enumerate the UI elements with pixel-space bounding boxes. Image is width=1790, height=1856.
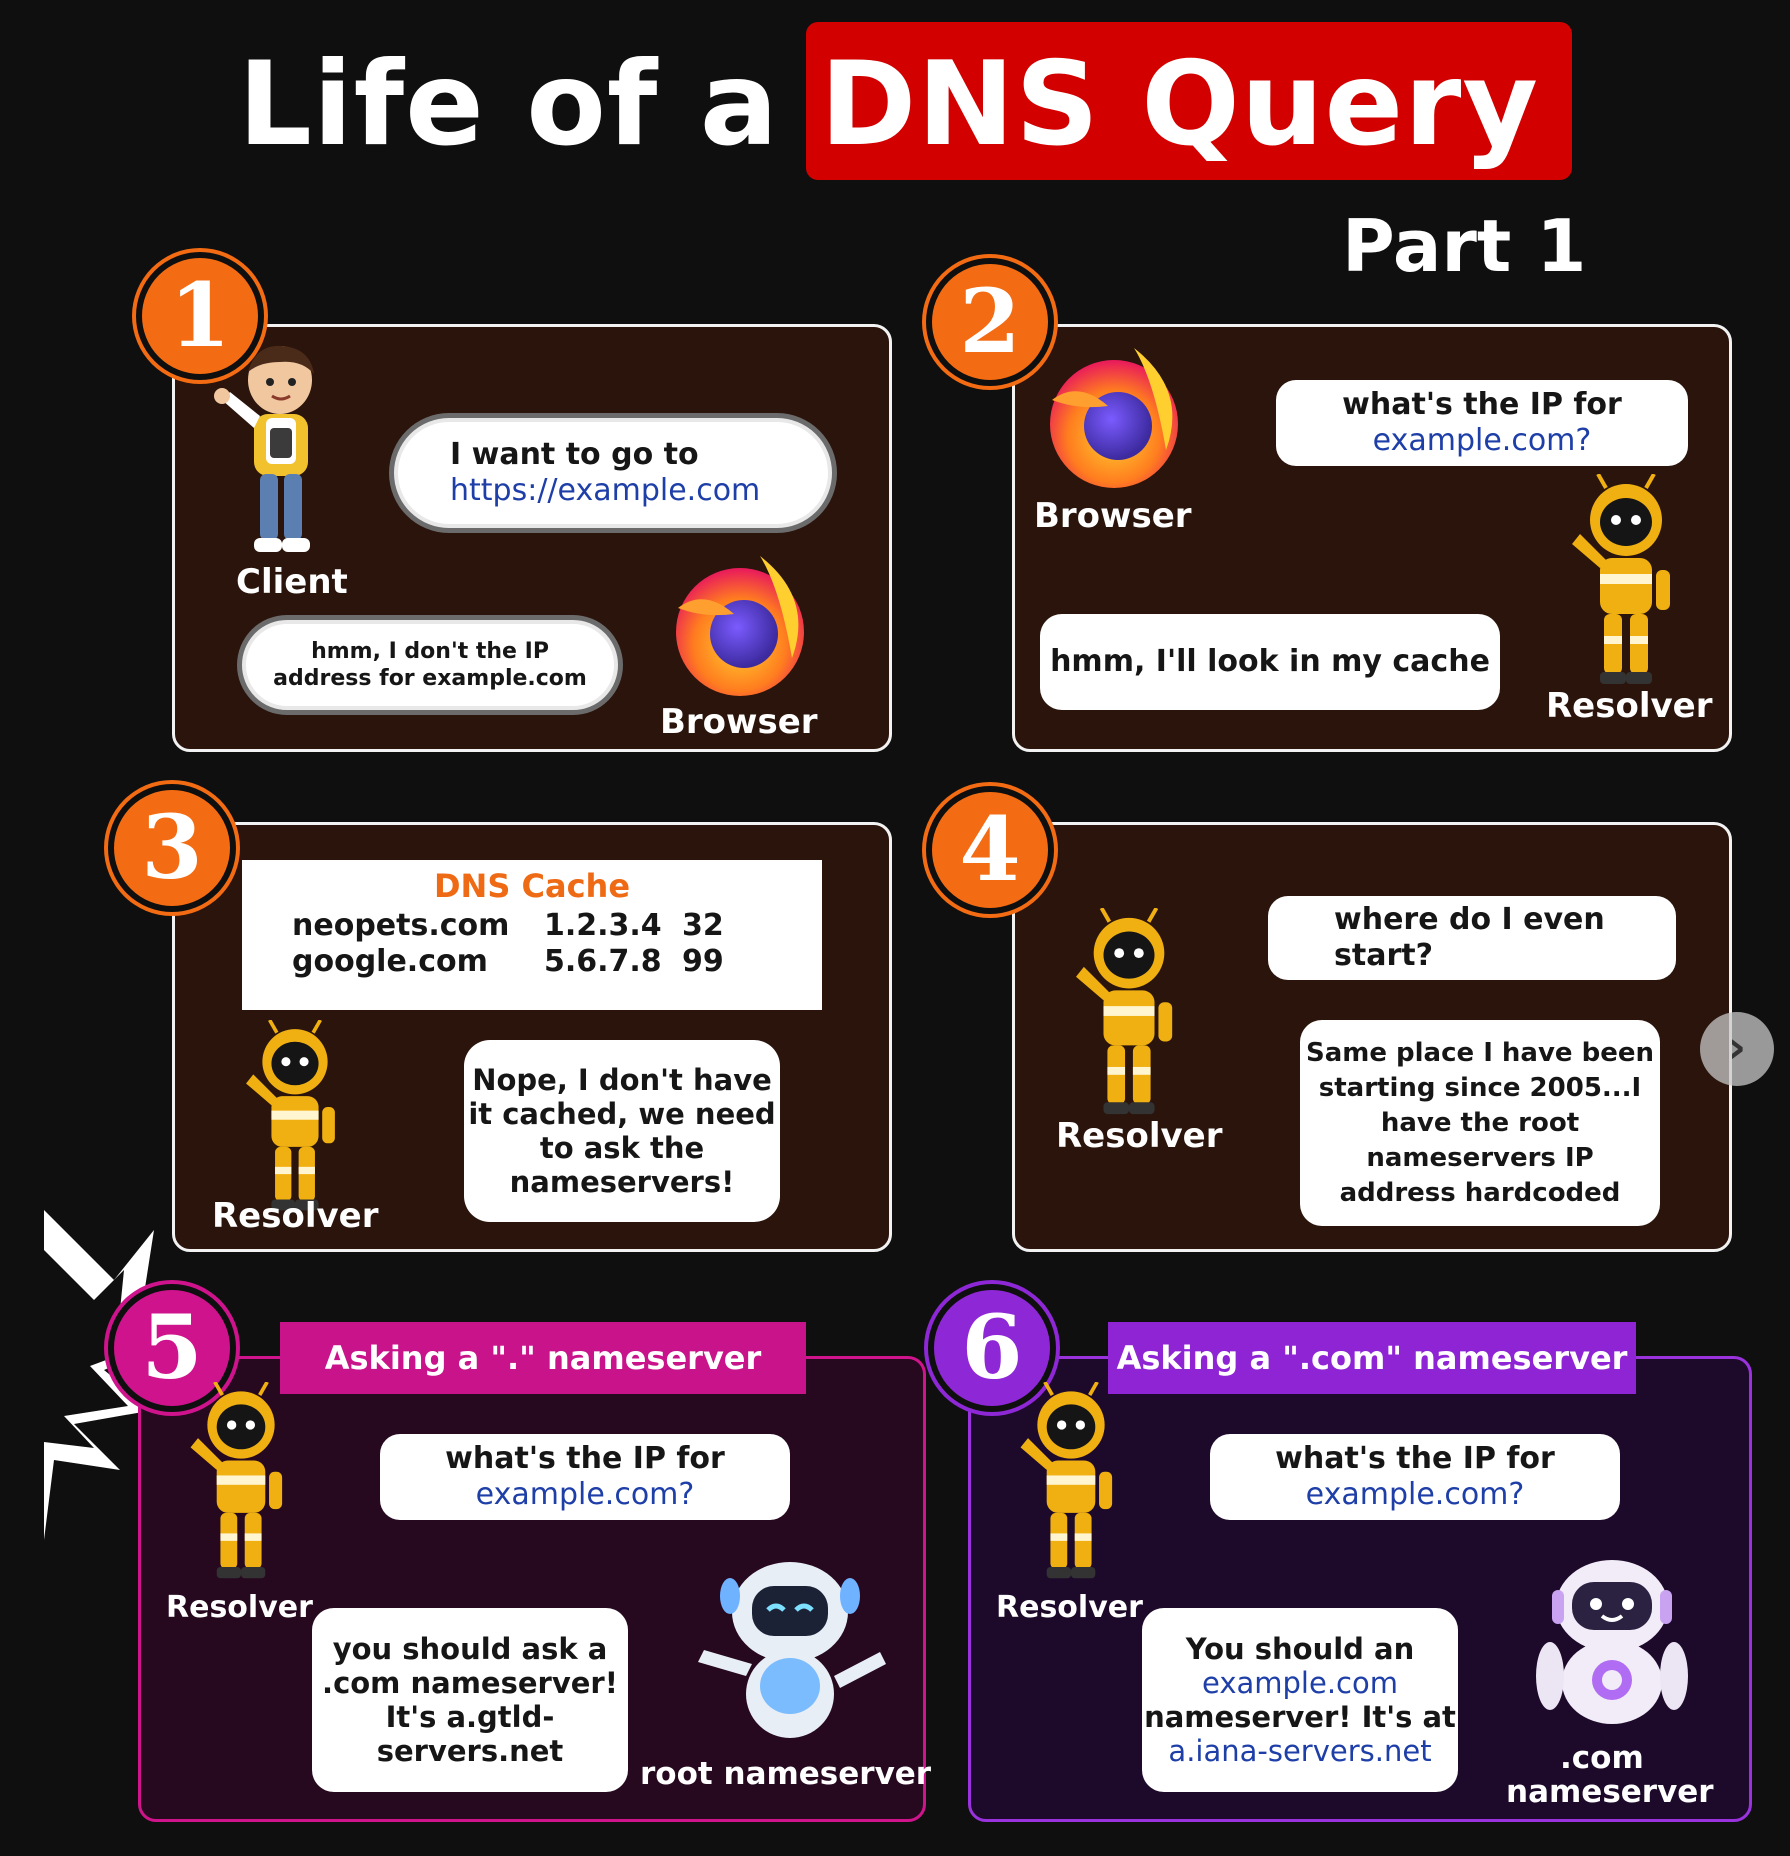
com-nameserver-robot-icon — [1536, 1560, 1688, 1724]
chevron-right-icon[interactable]: › — [1700, 1012, 1774, 1086]
link-text: example.com — [1202, 1666, 1398, 1700]
bubble-text: it cached, we need — [468, 1097, 776, 1131]
bubble-text: nameserver! It's at — [1144, 1700, 1456, 1734]
step-number-3: 3 — [108, 784, 236, 912]
resolver-robot-icon — [246, 1020, 335, 1211]
cache-ttl: 32 — [682, 908, 724, 943]
title-highlight: DNS Query — [820, 37, 1539, 172]
link-text: example.com? — [475, 1477, 695, 1512]
cache-domain: neopets.com — [292, 908, 510, 943]
client-person-icon — [214, 345, 314, 552]
speech-bubble: what's the IP for example.com? — [1210, 1434, 1620, 1520]
dns-cache-table: DNS Cache neopets.com 1.2.3.4 32 google.… — [242, 860, 822, 1010]
speech-bubble: You should an example.com nameserver! It… — [1142, 1608, 1458, 1792]
bubble-text: I want to go to — [450, 437, 699, 472]
bubble-text: what's the IP for — [445, 1441, 725, 1476]
bubble-text: servers.net — [376, 1734, 564, 1768]
speech-bubble: hmm, I don't the IP address for example.… — [242, 620, 618, 710]
bubble-text: nameservers! — [509, 1165, 735, 1199]
bubble-text: what's the IP for — [1275, 1441, 1555, 1476]
label-resolver: Resolver — [1056, 1116, 1223, 1156]
subtitle: Part 1 — [1342, 204, 1587, 288]
label-resolver: Resolver — [996, 1590, 1143, 1625]
bubble-text: Nope, I don't have — [472, 1063, 772, 1097]
bubble-text: hmm, I'll look in my cache — [1050, 644, 1490, 679]
speech-bubble: I want to go to https://example.com — [394, 418, 832, 528]
label-com-nameserver: nameserver — [1506, 1774, 1714, 1810]
bubble-text: address for example.com — [273, 666, 587, 691]
label-resolver: Resolver — [212, 1196, 379, 1236]
label-com-nameserver: .com — [1560, 1740, 1644, 1776]
resolver-robot-icon — [1572, 474, 1670, 684]
step-number-4: 4 — [926, 786, 1054, 914]
link-text: example.com? — [1372, 423, 1592, 458]
speech-bubble: you should ask a .com nameserver! It's a… — [312, 1608, 628, 1792]
root-nameserver-robot-icon — [698, 1562, 886, 1738]
bubble-text: It's a.gtld- — [385, 1700, 555, 1734]
cache-title: DNS Cache — [433, 867, 631, 905]
bubble-text: starting since 2005...I — [1318, 1072, 1642, 1103]
title-highlight-box — [806, 22, 1572, 180]
link-text: example.com? — [1305, 1477, 1525, 1512]
step-number-5: 5 — [108, 1284, 236, 1412]
bubble-text: where do I even — [1334, 902, 1605, 937]
bubble-text: start? — [1334, 938, 1433, 973]
speech-bubble: what's the IP for example.com? — [380, 1434, 790, 1520]
bubble-text: what's the IP for — [1342, 387, 1622, 422]
speech-bubble: where do I even start? — [1268, 896, 1676, 980]
bubble-text: to ask the — [539, 1131, 705, 1165]
cache-ip: 5.6.7.8 — [544, 944, 662, 979]
cache-domain: google.com — [292, 944, 488, 979]
bubble-text: hmm, I don't the IP — [311, 639, 549, 664]
bubble-text: Same place I have been — [1305, 1037, 1655, 1068]
title-plain: Life of a — [238, 37, 780, 172]
step-number-6: 6 — [928, 1284, 1056, 1412]
banner-5: Asking a "." nameserver — [280, 1322, 806, 1394]
label-resolver: Resolver — [1546, 686, 1713, 726]
firefox-icon — [676, 556, 804, 696]
resolver-robot-icon — [1020, 1382, 1113, 1579]
label-root-nameserver: root nameserver — [640, 1756, 932, 1792]
cache-ttl: 99 — [682, 944, 724, 979]
label-resolver: Resolver — [166, 1590, 313, 1625]
link-text: https://example.com — [450, 473, 761, 508]
bubble-text: nameservers IP — [1366, 1142, 1594, 1173]
bubble-text: You should an — [1185, 1632, 1415, 1666]
resolver-robot-icon — [190, 1382, 283, 1579]
bubble-text: have the root — [1380, 1107, 1580, 1138]
speech-bubble: hmm, I'll look in my cache — [1040, 614, 1500, 710]
label-browser: Browser — [660, 702, 818, 742]
resolver-robot-icon — [1076, 908, 1173, 1115]
banner-6: Asking a ".com" nameserver — [1108, 1322, 1636, 1394]
cache-ip: 1.2.3.4 — [544, 908, 662, 943]
step-number-1: 1 — [136, 252, 264, 380]
bubble-text: you should ask a — [332, 1632, 608, 1666]
step-number-2: 2 — [926, 258, 1054, 386]
speech-bubble: Same place I have been starting since 20… — [1300, 1020, 1660, 1226]
speech-bubble: Nope, I don't have it cached, we need to… — [464, 1040, 780, 1222]
bubble-text: address hardcoded — [1339, 1177, 1621, 1208]
link-text: a.iana-servers.net — [1168, 1734, 1432, 1768]
bubble-text: .com nameserver! — [322, 1666, 618, 1700]
label-browser: Browser — [1034, 496, 1192, 536]
label-client: Client — [236, 562, 348, 602]
speech-bubble: what's the IP for example.com? — [1276, 380, 1688, 466]
firefox-icon — [1050, 348, 1178, 488]
